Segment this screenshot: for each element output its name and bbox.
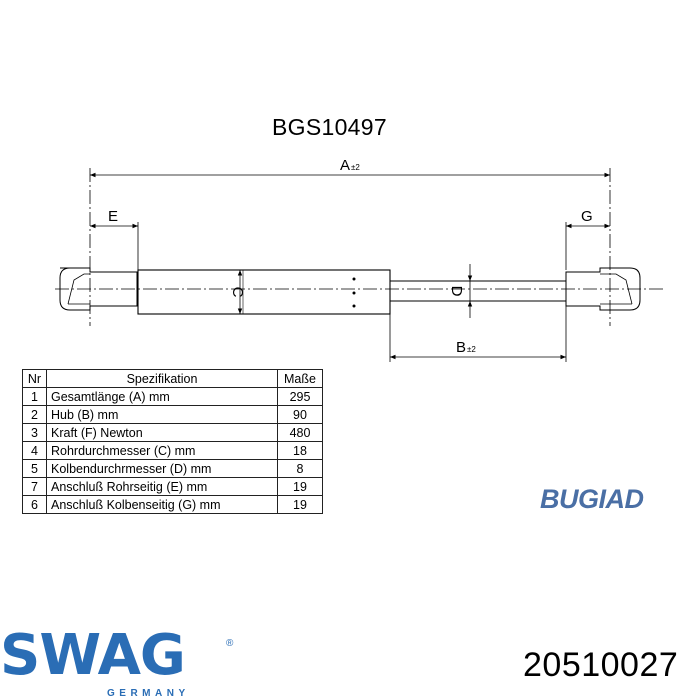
table-row: 1 Gesamtlänge (A) mm 295 <box>22 387 323 406</box>
left-end-fitting <box>59 267 138 311</box>
row-value: 295 <box>277 387 323 406</box>
table-row: 4 Rohrdurchmesser (C) mm 18 <box>22 441 323 460</box>
row-value: 18 <box>277 441 323 460</box>
table-row: 2 Hub (B) mm 90 <box>22 405 323 424</box>
diagram-title: BGS10497 <box>272 114 387 140</box>
dimension-g-label: G <box>581 208 593 225</box>
row-value: 19 <box>277 495 323 514</box>
right-end-fitting <box>565 267 641 311</box>
row-nr: 5 <box>22 459 47 478</box>
dimension-d-label: D <box>448 286 465 297</box>
row-nr: 3 <box>22 423 47 442</box>
piston-rod <box>389 280 567 302</box>
header-nr: Nr <box>22 369 47 388</box>
row-value: 19 <box>277 477 323 496</box>
table-row: 6 Anschluß Kolbenseitig (G) mm 19 <box>22 495 323 514</box>
row-spec: Anschluß Kolbenseitig (G) mm <box>46 495 278 514</box>
dimension-c-label: C <box>229 287 246 298</box>
swag-logo: SWAG <box>0 623 186 688</box>
row-value: 480 <box>277 423 323 442</box>
row-nr: 2 <box>22 405 47 424</box>
spec-table: Nr Spezifikation Maße 1 Gesamtlänge (A) … <box>22 369 323 514</box>
dimension-a-tolerance: ±2 <box>351 163 360 172</box>
dimension-b-label: B <box>456 339 466 356</box>
table-row: 5 Kolbendurchrmesser (D) mm 8 <box>22 459 323 478</box>
part-number: 20510027 <box>523 646 679 684</box>
spec-table-header: Nr Spezifikation Maße <box>22 369 323 388</box>
table-row: 3 Kraft (F) Newton 480 <box>22 423 323 442</box>
dimension-a-label: A <box>340 157 350 174</box>
row-nr: 7 <box>22 477 47 496</box>
row-nr: 1 <box>22 387 47 406</box>
dimension-e-label: E <box>108 208 118 225</box>
dimension-b-tolerance: ±2 <box>467 345 476 354</box>
row-spec: Anschluß Rohrseitig (E) mm <box>46 477 278 496</box>
row-value: 90 <box>277 405 323 424</box>
row-spec: Rohrdurchmesser (C) mm <box>46 441 278 460</box>
row-value: 8 <box>277 459 323 478</box>
bugiad-logo: BUGIAD <box>540 484 644 514</box>
row-nr: 6 <box>22 495 47 514</box>
row-nr: 4 <box>22 441 47 460</box>
cylinder-tube <box>137 269 391 315</box>
row-spec: Gesamtlänge (A) mm <box>46 387 278 406</box>
swag-country: GERMANY <box>107 688 190 699</box>
header-value: Maße <box>277 369 323 388</box>
swag-registered-mark: ® <box>226 638 234 649</box>
header-spec: Spezifikation <box>46 369 278 388</box>
row-spec: Kraft (F) Newton <box>46 423 278 442</box>
row-spec: Kolbendurchrmesser (D) mm <box>46 459 278 478</box>
table-row: 7 Anschluß Rohrseitig (E) mm 19 <box>22 477 323 496</box>
row-spec: Hub (B) mm <box>46 405 278 424</box>
